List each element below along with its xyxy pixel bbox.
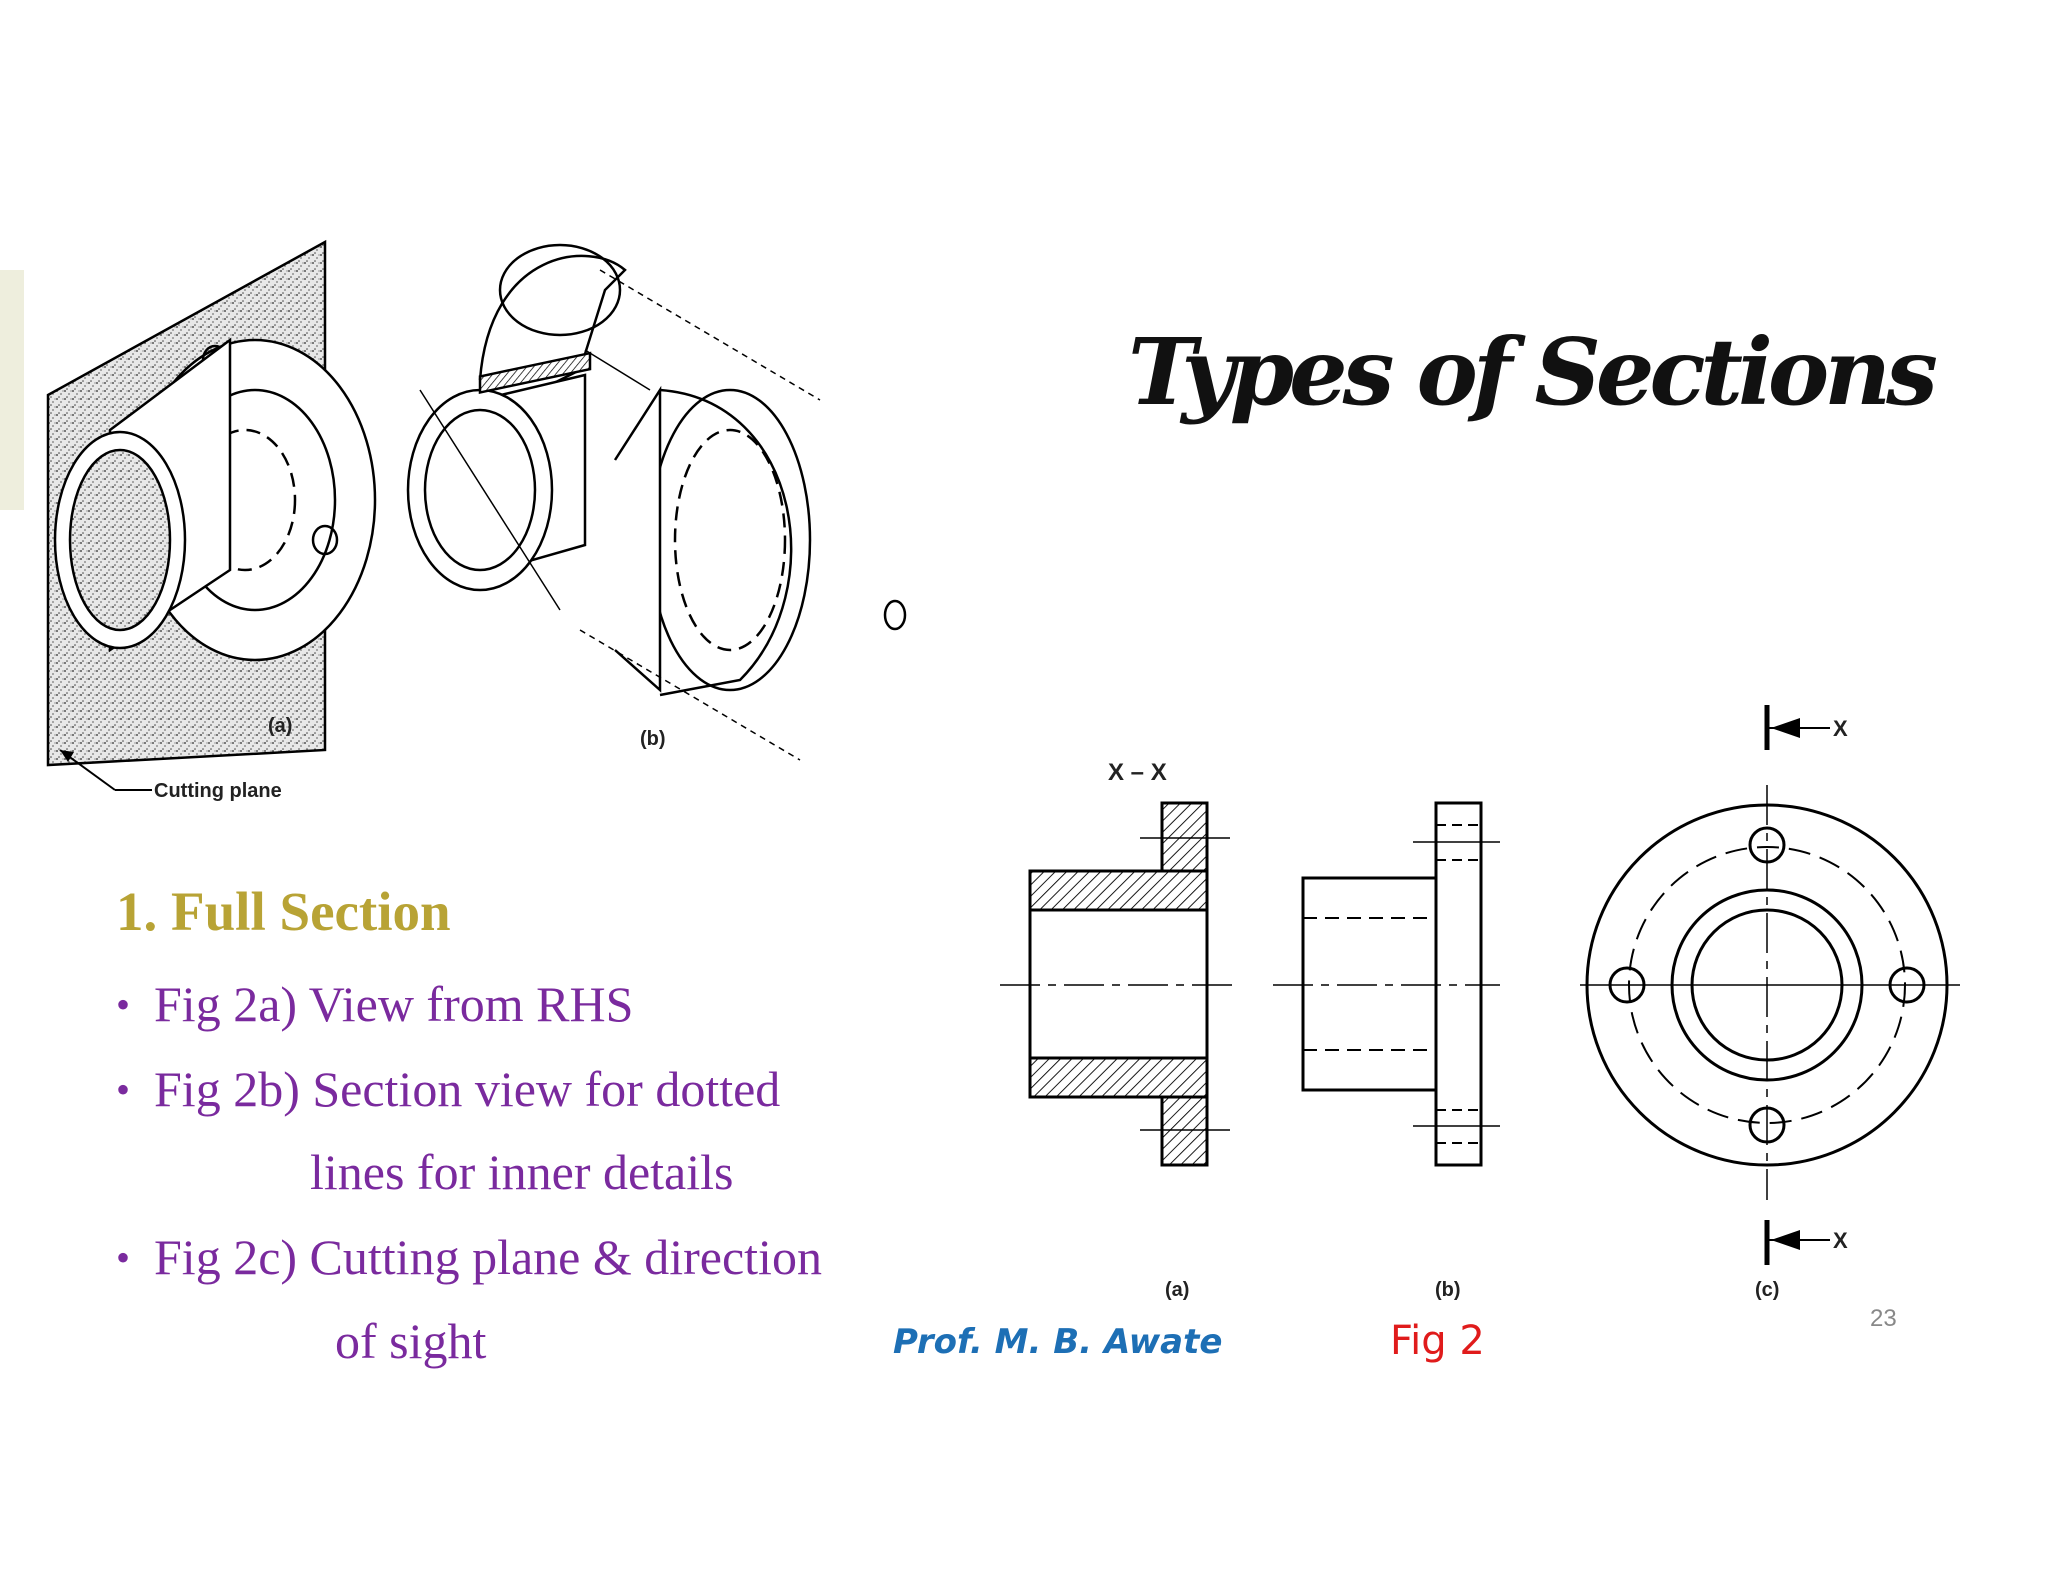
bullet-item: • Fig 2b) Section view for dotted bbox=[116, 1060, 781, 1118]
bullet-continuation: of sight bbox=[335, 1313, 487, 1369]
view-a-label: (a) bbox=[1165, 1279, 1189, 1301]
bullet-text: Fig 2b) Section view for dotted bbox=[154, 1061, 781, 1117]
isometric-figure: (a) Cutting plane (b) bbox=[46, 239, 907, 802]
arrow-bottom-icon bbox=[1771, 1230, 1800, 1250]
slide-title: Types of Sections bbox=[1128, 318, 1938, 426]
figure-a-label: (a) bbox=[268, 715, 292, 737]
page-number: 23 bbox=[1870, 1305, 1897, 1332]
section-label: X – X bbox=[1108, 759, 1167, 786]
bullet-continuation: lines for inner details bbox=[310, 1144, 734, 1200]
bullet-dot-icon: • bbox=[116, 982, 131, 1027]
view-c-side bbox=[1580, 705, 1960, 1265]
orthographic-figure: X – X (a) (b) bbox=[1000, 705, 1960, 1301]
bullet-dot-icon: • bbox=[116, 1067, 131, 1112]
view-b-front bbox=[1273, 801, 1500, 1167]
figure-b-section-view bbox=[406, 243, 907, 761]
arrow-top-icon bbox=[1771, 718, 1800, 738]
cutting-plane-label: Cutting plane bbox=[154, 780, 282, 802]
bullet-item: • Fig 2a) View from RHS bbox=[116, 975, 634, 1033]
arrow-bottom-label: X bbox=[1833, 1228, 1848, 1253]
figure-caption: Fig 2 bbox=[1390, 1318, 1485, 1364]
view-b-label: (b) bbox=[1435, 1279, 1461, 1301]
bullet-dot-icon: • bbox=[116, 1235, 131, 1280]
figure-b-label: (b) bbox=[640, 728, 666, 750]
author-credit: Prof. M. B. Awate bbox=[893, 1322, 1223, 1362]
view-a-section bbox=[1000, 801, 1235, 1167]
side-accent-bar bbox=[0, 270, 24, 510]
view-c-label: (c) bbox=[1755, 1279, 1779, 1301]
section-heading: 1. Full Section bbox=[116, 881, 451, 942]
bullet-item: • Fig 2c) Cutting plane & direction bbox=[116, 1228, 822, 1286]
figure-a-cutting-plane bbox=[46, 239, 377, 767]
bullet-text: Fig 2c) Cutting plane & direction bbox=[154, 1229, 822, 1285]
arrow-top-label: X bbox=[1833, 716, 1848, 741]
bullet-text: Fig 2a) View from RHS bbox=[154, 976, 634, 1032]
